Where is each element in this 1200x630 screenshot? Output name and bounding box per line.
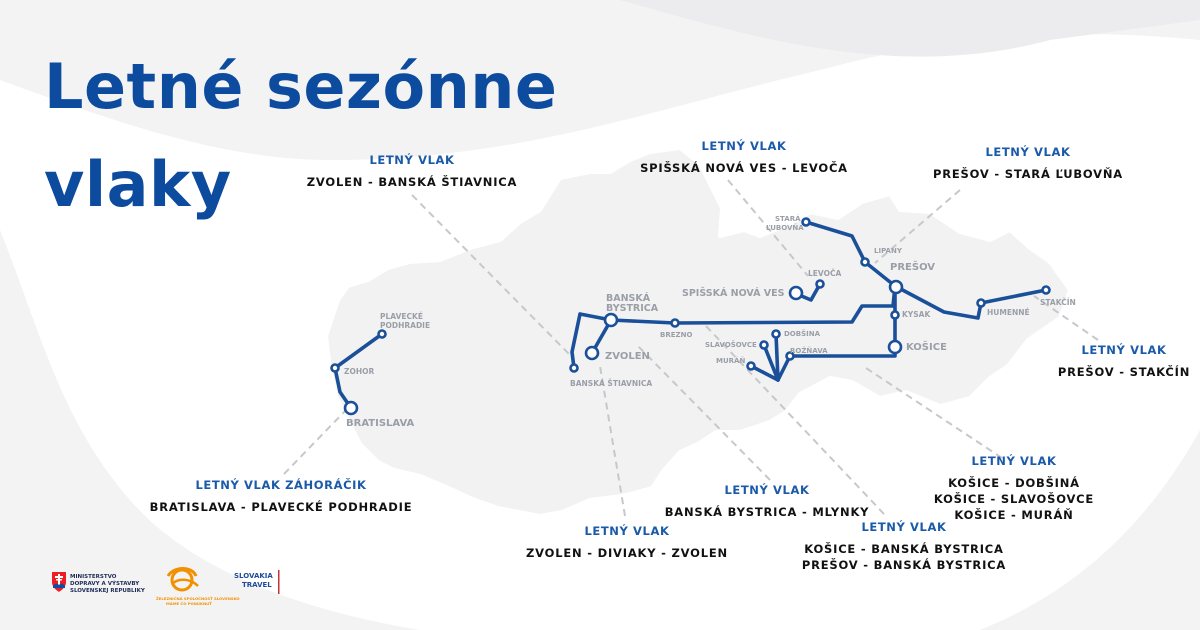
label-brezno: BREZNO <box>660 331 692 339</box>
slovakia-outline <box>324 146 1072 518</box>
slovakia-travel-divider <box>278 570 280 594</box>
station-kosice <box>887 339 903 355</box>
partner-logos: MINISTERSTVO DOPRAVY A VÝSTAVBY SLOVENSK… <box>52 567 280 606</box>
title-line-2: vlaky <box>44 148 232 221</box>
page-title: Letné sezónne vlaky <box>44 38 557 234</box>
label-bystrica: BYSTRICA <box>606 303 659 314</box>
label-banska: BANSKÁ <box>606 292 651 304</box>
label-dobsina: DOBŠINA <box>784 329 821 338</box>
label-roznava: ROŽŇAVA <box>790 346 828 355</box>
station-zvolen <box>584 345 600 361</box>
slovakia-travel-line-1: SLOVAKIA <box>234 572 273 580</box>
station-slavosovce <box>759 340 769 350</box>
ministry-line-1: MINISTERSTVO <box>70 574 117 580</box>
label-plavecke: PLAVECKÉ <box>380 312 423 321</box>
label-slavosovce: SLAVOŠOVCE <box>705 340 757 349</box>
station-muran <box>746 361 756 371</box>
station-dobsina <box>771 329 781 339</box>
label-kysak: KYSAK <box>902 310 931 319</box>
label-stara: STARÁ <box>775 214 801 223</box>
zssk-line-2: MÁME ČO PONÚKNUŤ <box>166 601 212 606</box>
zssk-line-1: ŽELEZNIČNÁ SPOLOČNOSŤ SLOVENSKO <box>156 596 240 601</box>
station-lipany <box>860 257 870 267</box>
label-kosice: KOŠICE <box>906 340 947 353</box>
station-plavecke-podhradie <box>377 329 387 339</box>
label-zohor: ZOHOR <box>344 367 374 376</box>
leader-lines <box>283 179 1099 517</box>
route-label-kosice-branches: LETNÝ VLAK KOŠICE - DOBŠINÁ KOŠICE - SLA… <box>933 454 1095 522</box>
route-label-zahoracik: LETNÝ VLAK ZÁHORÁČIK BRATISLAVA - PLAVEC… <box>149 478 413 514</box>
label-spisska-nova-ves: SPIŠSKÁ NOVÁ VES <box>682 287 785 299</box>
route-label-to-banska-bystrica: LETNÝ VLAK KOŠICE - BANSKÁ BYSTRICA PREŠ… <box>801 520 1007 572</box>
station-kysak <box>890 310 900 320</box>
slovak-coat-of-arms-icon <box>52 572 66 592</box>
station-humenne <box>976 298 986 308</box>
route-label-presov-stakcin: LETNÝ VLAK PREŠOV - STAKČÍN <box>1057 343 1191 379</box>
station-stara-lubovna <box>801 217 811 227</box>
station-brezno <box>670 318 680 328</box>
station-banska-bystrica <box>603 312 619 328</box>
station-stakcin <box>1041 285 1051 295</box>
label-zvolen: ZVOLEN <box>605 351 650 362</box>
station-banska-stiavnica <box>569 363 579 373</box>
zssk-logo-icon <box>166 567 199 592</box>
station-spisska-nova-ves <box>788 285 804 301</box>
label-muran: MURÁŇ <box>716 356 745 365</box>
route-label-zvolen-stiavnica: LETNÝ VLAK ZVOLEN - BANSKÁ ŠTIAVNICA <box>306 153 518 189</box>
label-humenne: HUMENNÉ <box>987 308 1030 317</box>
label-levoca: LEVOČA <box>808 269 841 278</box>
station-bratislava <box>343 400 359 416</box>
title-line-1: Letné sezónne <box>44 50 558 123</box>
ministry-line-3: SLOVENSKEJ REPUBLIKY <box>70 588 146 594</box>
route-label-bb-mlynky: LETNÝ VLAK BANSKÁ BYSTRICA - MLYNKY <box>664 483 870 519</box>
route-label-presov-lubovna: LETNÝ VLAK PREŠOV - STARÁ ĽUBOVŇA <box>933 145 1123 181</box>
route-label-zvolen-diviaky: LETNÝ VLAK ZVOLEN - DIVIAKY - ZVOLEN <box>526 524 728 560</box>
station-presov <box>888 279 904 295</box>
station-roznava <box>785 351 795 361</box>
ministry-line-2: DOPRAVY A VÝSTAVBY <box>70 580 140 587</box>
station-zohor <box>330 363 340 373</box>
station-markers <box>330 217 1051 416</box>
label-lipany: LIPANY <box>874 247 903 255</box>
label-presov: PREŠOV <box>890 260 935 273</box>
label-podhradie: PODHRADIE <box>380 321 430 330</box>
label-banska-stiavnica: BANSKÁ ŠTIAVNICA <box>570 379 652 388</box>
label-stakcin: STAKČÍN <box>1040 298 1076 307</box>
route-label-snv-levoca: LETNÝ VLAK SPIŠSKÁ NOVÁ VES - LEVOČA <box>640 139 848 175</box>
label-bratislava: BRATISLAVA <box>346 418 415 429</box>
slovakia-travel-line-2: TRAVEL <box>242 581 272 589</box>
station-levoca <box>815 279 825 289</box>
label-lubovna: ĽUBOVŇA <box>766 223 804 232</box>
